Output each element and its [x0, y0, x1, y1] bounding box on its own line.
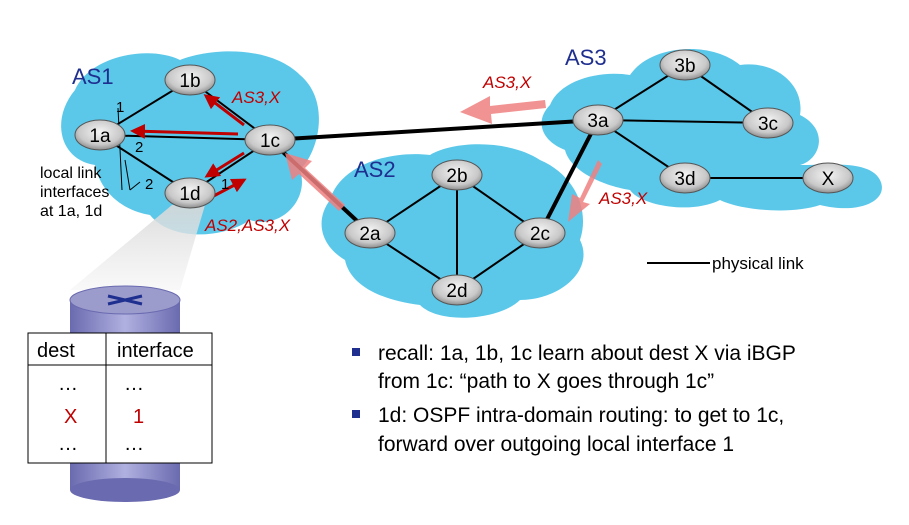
link-3a-3c	[597, 119, 769, 124]
router-2a-label: 2a	[359, 224, 381, 245]
router-3d-label: 3d	[674, 169, 695, 190]
link-3a-2c	[538, 119, 600, 234]
red-arrow-1c-1a	[130, 123, 239, 139]
bullet-list: recall: 1a, 1b, 1c learn about dest X vi…	[352, 342, 796, 456]
bullet-marker-2	[352, 410, 360, 418]
router-1a-label: 1a	[89, 126, 111, 147]
router-2c-label: 2c	[530, 224, 550, 245]
router-1b[interactable]: 1b	[164, 64, 216, 96]
router-2d-label: 2d	[446, 281, 467, 302]
table-row-1-dest: …	[58, 373, 78, 395]
router-2a[interactable]: 2a	[344, 217, 396, 249]
routers: 1a 1b 1c 1d 2a 2b 2c 2d	[74, 49, 854, 306]
pink-arrow-3a-to-1c	[460, 96, 546, 124]
router-2b-label: 2b	[446, 166, 467, 187]
link-1c-3a	[269, 118, 599, 142]
bullet-2-line-1: 1d: OSPF intra-domain routing: to get to…	[378, 404, 784, 427]
local-link-line-3: at 1a, 1d	[40, 203, 102, 220]
interface-number-1-top: 1	[116, 99, 124, 116]
annotation-as3x-1b: AS3,X	[231, 88, 281, 107]
router-3b-label: 3b	[674, 56, 695, 77]
router-1d-beam	[70, 205, 205, 290]
table-row-2-dest: X	[64, 406, 77, 428]
router-1c[interactable]: 1c	[244, 124, 296, 156]
table-row-3-interface: …	[124, 433, 144, 455]
annotation-as3x-2c: AS3,X	[598, 189, 648, 208]
as1-cloud	[61, 51, 319, 235]
router-1a[interactable]: 1a	[74, 119, 126, 151]
table-row-1-interface: …	[124, 373, 144, 395]
bullet-1-line-2: from 1c: “path to X goes through 1c”	[378, 370, 714, 393]
local-link-line-2: interfaces	[40, 184, 109, 201]
bullet-2-line-2: forward over outgoing local interface 1	[378, 433, 734, 456]
table-header-dest: dest	[37, 340, 75, 362]
router-cross-icon	[107, 294, 143, 306]
table-header-interface: interface	[117, 340, 194, 362]
router-1d[interactable]: 1d	[164, 177, 216, 209]
router-x[interactable]: X	[802, 162, 854, 194]
router-3c-label: 3c	[758, 114, 778, 135]
as2-label: AS2	[354, 157, 396, 182]
annotation-as2as3x: AS2,AS3,X	[204, 216, 291, 235]
link-1a-1c	[99, 134, 271, 141]
table-row-3-dest: …	[58, 433, 78, 455]
forwarding-table: dest interface … … X 1 … …	[27, 332, 213, 464]
pink-arrows	[285, 96, 602, 222]
as2-cloud	[321, 144, 584, 318]
red-arrow-1c-1b	[203, 94, 245, 127]
as3-label: AS3	[565, 45, 607, 70]
red-arrow-1c-1d	[204, 151, 245, 178]
as3-cloud	[541, 48, 882, 211]
legend-physical-link: physical link	[712, 254, 804, 273]
router-1d-label: 1d	[179, 184, 200, 205]
as1-label: AS1	[72, 64, 114, 89]
router-3a-label: 3a	[587, 111, 609, 132]
router-3d[interactable]: 3d	[659, 162, 711, 194]
bullet-marker-1	[352, 348, 360, 356]
interface-ticks	[117, 107, 141, 191]
legend: physical link	[647, 254, 804, 273]
router-1c-label: 1c	[260, 131, 280, 152]
table-row-2-interface: 1	[133, 406, 144, 428]
router-x-label: X	[822, 169, 835, 190]
router-3a[interactable]: 3a	[572, 104, 624, 136]
router-2b[interactable]: 2b	[431, 159, 483, 191]
interface-number-1-right: 1	[221, 176, 229, 193]
annotation-as3x-top: AS3,X	[482, 73, 532, 92]
router-3c[interactable]: 3c	[742, 107, 794, 139]
local-link-line-1: local link	[40, 165, 102, 182]
interface-number-2-mid: 2	[135, 139, 143, 156]
router-1b-label: 1b	[179, 71, 200, 92]
router-2d[interactable]: 2d	[431, 274, 483, 306]
interface-number-2-low: 2	[145, 176, 153, 193]
bullet-1-line-1: recall: 1a, 1b, 1c learn about dest X vi…	[378, 342, 796, 365]
local-link-label: local link interfaces at 1a, 1d	[40, 165, 109, 220]
pink-arrow-2a-to-1c	[285, 153, 345, 211]
pink-arrow-3a-to-2c	[568, 160, 602, 222]
router-3b[interactable]: 3b	[659, 49, 711, 81]
router-2c[interactable]: 2c	[514, 217, 566, 249]
